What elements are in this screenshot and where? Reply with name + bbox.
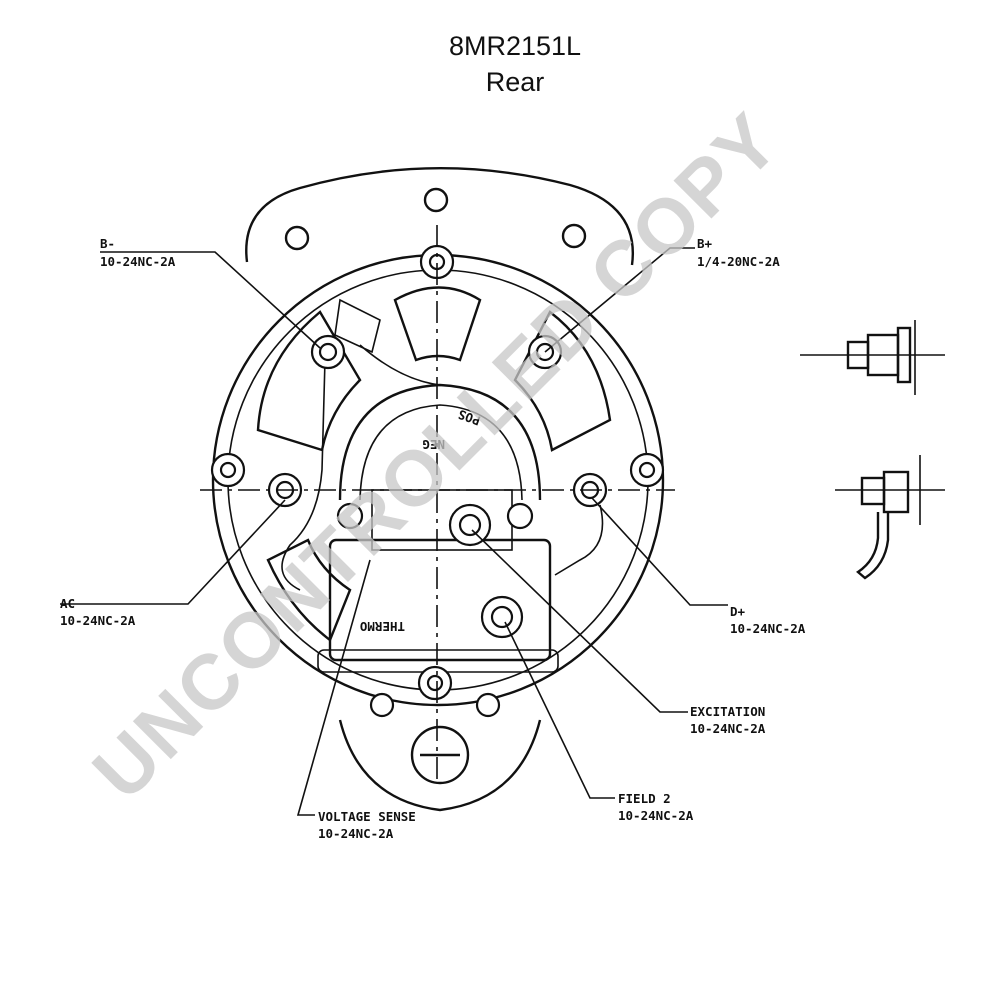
harness-wire-3	[554, 504, 604, 576]
stud-bottom	[369, 665, 501, 718]
label-d-plus: D+	[730, 604, 746, 619]
thread-excitation: 10-24NC-2A	[690, 721, 766, 736]
vent-slot-1	[256, 310, 362, 452]
regulator-body	[328, 538, 552, 662]
leader-field-2	[504, 621, 615, 799]
terminal-side-view-lower	[835, 455, 945, 580]
b-minus-connector	[334, 298, 381, 354]
title-block: 8MR2151L Rear	[0, 28, 1000, 100]
thread-field-2: 10-24NC-2A	[618, 808, 694, 823]
harness-wire-2	[359, 344, 441, 386]
label-ac: AC	[60, 596, 75, 611]
thread-ac: 10-24NC-2A	[60, 613, 136, 628]
thermo-stamp: THERMO	[360, 619, 405, 634]
stud-small-left	[336, 502, 364, 530]
vent-slot-2	[513, 310, 612, 452]
mount-hole-left	[284, 225, 310, 251]
leader-b-plus	[544, 247, 695, 353]
stud-left-mount	[210, 452, 246, 488]
label-b-minus: B-	[100, 236, 115, 251]
stud-excitation	[448, 503, 492, 547]
view-label: Rear	[485, 67, 545, 97]
label-excitation: EXCITATION	[690, 704, 765, 719]
mount-hole-top	[423, 187, 449, 213]
mount-hole-right	[561, 223, 587, 249]
stud-b-minus	[310, 334, 346, 370]
part-number: 8MR2151L	[448, 31, 582, 61]
thread-b-plus: 1/4-20NC-2A	[697, 254, 780, 269]
label-voltage-sense: VOLTAGE SENSE	[318, 809, 416, 824]
stud-right-mount	[629, 452, 665, 488]
leader-excitation	[471, 529, 688, 713]
leader-d-plus	[591, 497, 728, 606]
stud-field-2	[480, 595, 524, 639]
thread-voltage-sense: 10-24NC-2A	[318, 826, 394, 841]
top-mounting-ear	[245, 167, 634, 266]
leader-voltage-sense	[296, 559, 371, 816]
bottom-pivot-ear	[338, 719, 542, 812]
label-b-plus: B+	[697, 236, 713, 251]
pivot-hole	[410, 725, 470, 785]
leader-ac	[60, 499, 286, 605]
label-field-2: FIELD 2	[618, 791, 671, 806]
harness-wire-1	[281, 359, 326, 591]
thread-d-plus: 10-24NC-2A	[730, 621, 806, 636]
neg-stamp: NEG	[422, 437, 445, 452]
watermark: UNCONTROLLED COPY	[76, 96, 797, 817]
vent-slot-3	[393, 286, 482, 362]
terminal-side-view-upper	[800, 320, 945, 395]
leader-b-minus	[100, 251, 321, 349]
thread-b-minus: 10-24NC-2A	[100, 254, 176, 269]
pos-stamp: POS	[456, 407, 482, 429]
stud-small-right	[506, 502, 534, 530]
regulator-arch-inner	[359, 404, 523, 501]
